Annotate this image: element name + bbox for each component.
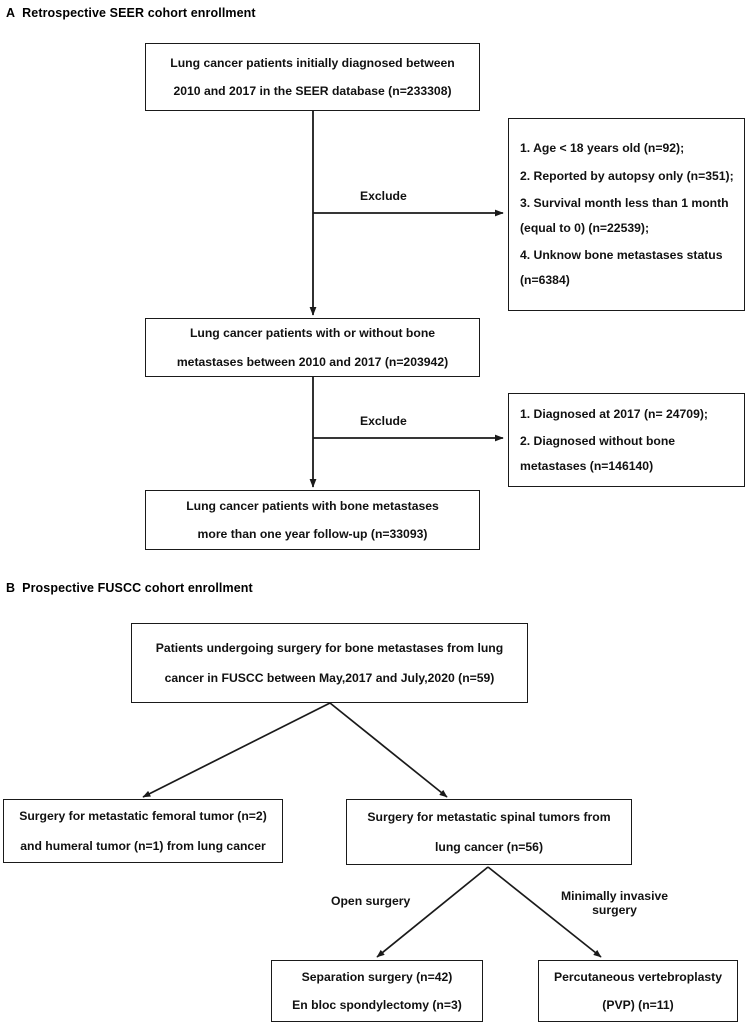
panel-a-title: Retrospective SEER cohort enrollment xyxy=(22,6,256,20)
box-femoral-line1: Surgery for metastatic femoral tumor (n=… xyxy=(19,809,267,824)
panel-b-title: Prospective FUSCC cohort enrollment xyxy=(22,581,253,595)
box-open-line2: En bloc spondylectomy (n=3) xyxy=(292,997,462,1012)
box-femoral-line2: and humeral tumor (n=1) from lung cancer xyxy=(20,838,266,853)
box-fuscc-top-line1: Patients undergoing surgery for bone met… xyxy=(155,640,504,655)
panel-b-label: B Prospective FUSCC cohort enrollment xyxy=(6,581,253,595)
exclusion-1-item-4: 4. Unknow bone metastases status xyxy=(520,248,723,263)
box-fuscc-top: Patients undergoing surgery for bone met… xyxy=(131,623,528,703)
branch-label-mis-line2: surgery xyxy=(592,903,637,918)
branch-label-open-surgery: Open surgery xyxy=(331,894,411,908)
box-open-line1: Separation surgery (n=42) xyxy=(301,970,453,985)
exclusion-1-item-1: 1. Age < 18 years old (n=92); xyxy=(520,141,685,156)
exclusion-1-item-3b: (equal to 0) (n=22539); xyxy=(520,221,650,235)
box-with-without-line1: Lung cancer patients with or without bon… xyxy=(189,326,436,341)
box-exclusions-1: 1. Age < 18 years old (n=92); 2. Reporte… xyxy=(508,118,745,311)
exclude-label-1: Exclude xyxy=(360,189,407,203)
box-final-cohort-line1: Lung cancer patients with bone metastase… xyxy=(186,498,439,513)
exclusion-1-item-3: 3. Survival month less than 1 month xyxy=(520,195,729,210)
box-with-without-bone-mets: Lung cancer patients with or without bon… xyxy=(145,318,480,377)
branch-label-mis-line1: Minimally invasive xyxy=(561,889,669,903)
exclusion-2-item-1: 1. Diagnosed at 2017 (n= 24709); xyxy=(520,406,708,421)
box-initial-cohort-line1: Lung cancer patients initially diagnosed… xyxy=(170,55,455,70)
box-pvp-results: Percutaneous vertebroplasty (PVP) (n=11) xyxy=(538,960,738,1022)
box-femoral-humeral-surgery: Surgery for metastatic femoral tumor (n=… xyxy=(3,799,283,863)
edge-fuscc-to-left xyxy=(142,702,331,798)
box-with-without-line2: metastases between 2010 and 2017 (n=2039… xyxy=(176,354,449,369)
branch-label-minimally-invasive: Minimally invasive surgery xyxy=(561,889,668,917)
exclude-label-2: Exclude xyxy=(360,414,407,428)
box-spinal-line1: Surgery for metastatic spinal tumors fro… xyxy=(367,810,611,825)
edge-spinal-to-open xyxy=(376,866,489,958)
exclusion-2-item-2: 2. Diagnosed without bone xyxy=(520,433,676,448)
box-fuscc-top-line2: cancer in FUSCC between May,2017 and Jul… xyxy=(164,671,495,685)
box-spinal-line2: lung cancer (n=56) xyxy=(434,839,544,854)
edge-fuscc-to-right xyxy=(329,702,448,798)
panel-a-letter: A xyxy=(6,6,16,20)
box-pvp-line1: Percutaneous vertebroplasty xyxy=(554,970,722,985)
box-final-cohort: Lung cancer patients with bone metastase… xyxy=(145,490,480,550)
panel-a-label: A Retrospective SEER cohort enrollment xyxy=(6,6,256,20)
box-final-cohort-line2: more than one year follow-up (n=33093) xyxy=(197,527,428,541)
exclusion-2-item-2b: metastases (n=146140) xyxy=(520,459,654,474)
exclusion-1-item-2: 2. Reported by autopsy only (n=351); xyxy=(520,168,734,183)
exclusion-1-item-4b: (n=6384) xyxy=(520,273,570,288)
panel-b-letter: B xyxy=(6,581,16,595)
box-open-surgery-results: Separation surgery (n=42) En bloc spondy… xyxy=(271,960,483,1022)
box-initial-cohort-line2: 2010 and 2017 in the SEER database (n=23… xyxy=(173,84,452,98)
box-pvp-line2: (PVP) (n=11) xyxy=(602,997,674,1012)
box-initial-cohort: Lung cancer patients initially diagnosed… xyxy=(145,43,480,111)
box-exclusions-2: 1. Diagnosed at 2017 (n= 24709); 2. Diag… xyxy=(508,393,745,487)
box-spinal-surgery: Surgery for metastatic spinal tumors fro… xyxy=(346,799,632,865)
